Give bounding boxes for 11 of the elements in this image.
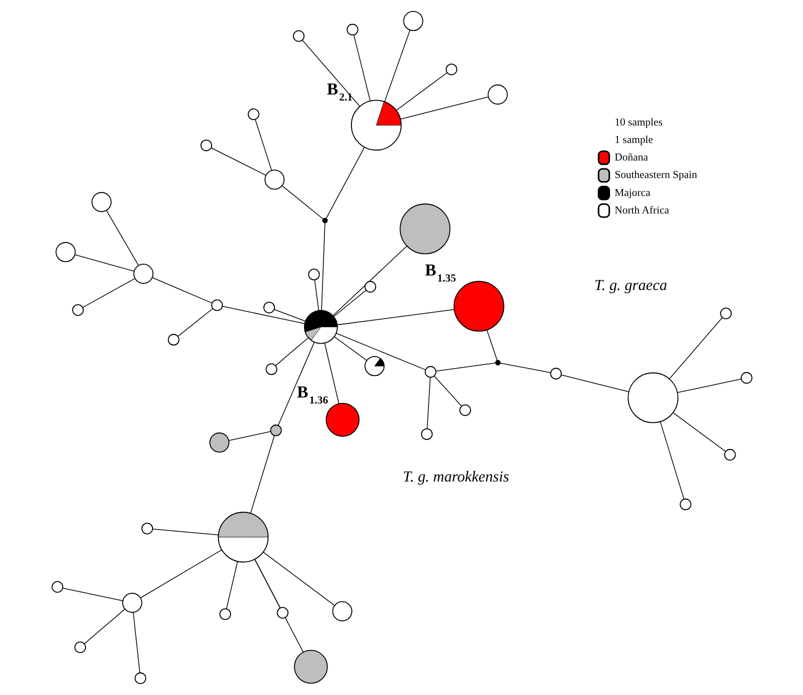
node-label: B$_{2.1}$ xyxy=(326,80,352,104)
legend-label: 1 sample xyxy=(614,134,653,146)
label: T. g. graeca xyxy=(594,276,667,294)
node-label: B$_{1.35}$ xyxy=(424,260,456,285)
legend-label: Majorca xyxy=(614,186,650,199)
legend-label: North Africa xyxy=(614,204,669,216)
node-label: B$_{1.36}$ xyxy=(296,382,328,407)
legend-label: 10 samples xyxy=(614,116,662,128)
legend-label: Southeastern Spain xyxy=(614,169,697,182)
legend-label: Doñana xyxy=(614,152,648,164)
label: T. g. marokkensis xyxy=(402,468,509,486)
